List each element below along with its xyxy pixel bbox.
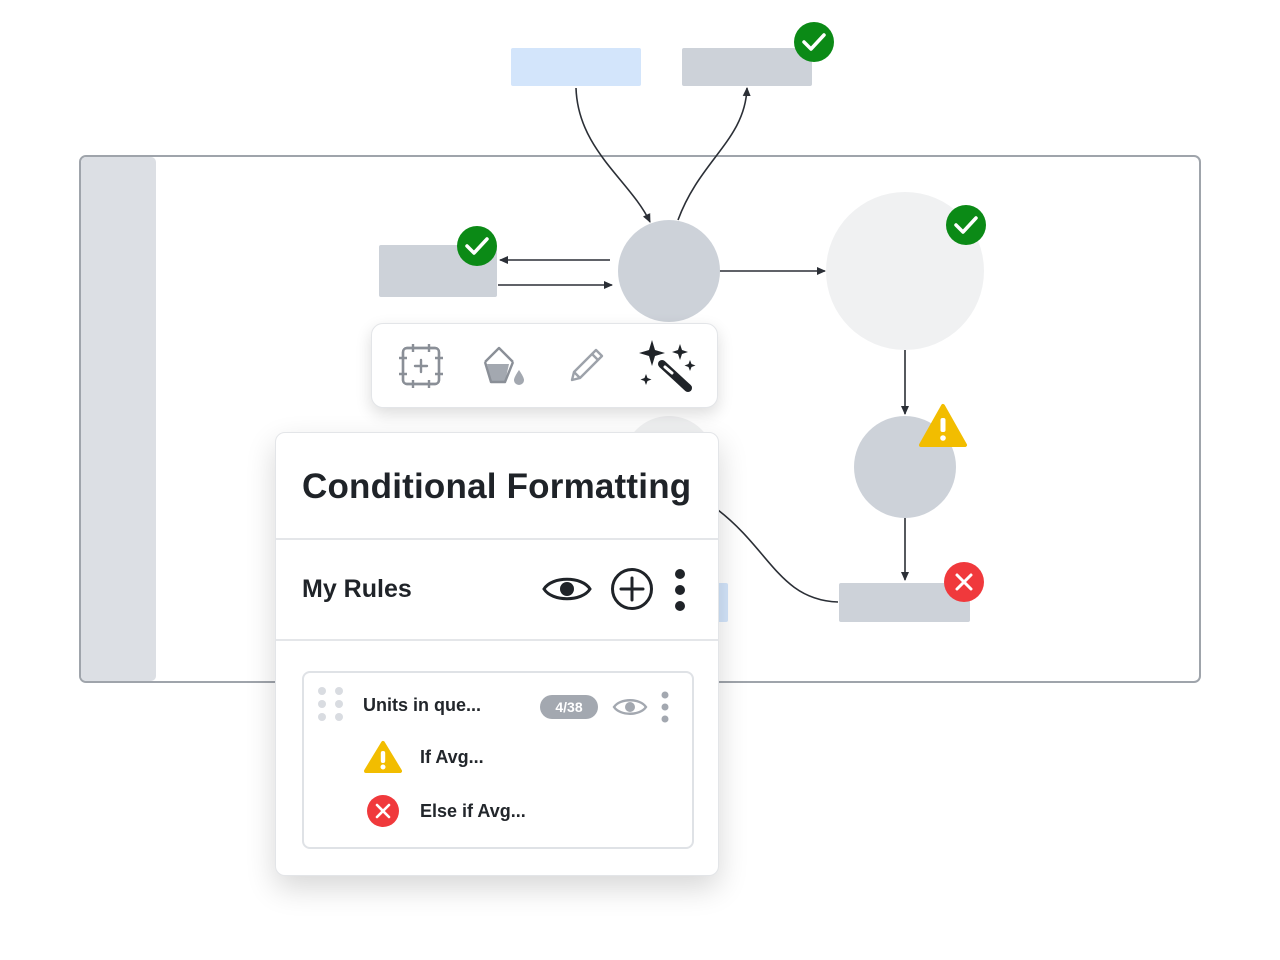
toggle-visibility-button[interactable] — [542, 569, 592, 609]
connector-line — [717, 509, 839, 603]
rules-section-label: My Rules — [302, 575, 412, 603]
process-node[interactable] — [511, 48, 641, 86]
magic-wand-icon — [638, 339, 696, 392]
divider — [276, 538, 718, 540]
select-frame-icon — [399, 343, 444, 388]
vertical-dots-icon — [675, 569, 685, 611]
success-check-icon — [946, 205, 986, 245]
condition-row[interactable]: Else if Avg... — [364, 793, 526, 829]
process-node[interactable] — [839, 583, 970, 622]
warning-icon — [364, 741, 402, 773]
process-node[interactable] — [682, 48, 812, 86]
plus-circle-icon — [611, 568, 653, 610]
warning-icon — [919, 404, 967, 447]
add-rule-button[interactable] — [610, 567, 654, 611]
rule-more-options-button[interactable] — [656, 691, 674, 723]
success-check-icon — [457, 226, 497, 266]
pencil-icon — [570, 348, 603, 381]
draw-button[interactable] — [554, 334, 618, 398]
floating-toolbar — [371, 323, 718, 408]
decision-node[interactable] — [826, 192, 984, 350]
select-frame-button[interactable] — [389, 334, 453, 398]
count-badge: 4/38 — [540, 695, 598, 719]
rule-name: Units in que... — [363, 695, 482, 715]
divider — [276, 639, 718, 641]
panel-title: Conditional Formatting — [302, 467, 692, 506]
error-icon — [367, 795, 399, 827]
fill-bucket-icon — [484, 346, 525, 385]
conditional-formatting-panel: Conditional Formatting My Rules Units in… — [275, 432, 719, 876]
eye-icon — [612, 699, 648, 715]
more-options-button[interactable] — [670, 567, 690, 613]
drag-handle-icon[interactable] — [318, 687, 348, 727]
swimlane-header — [81, 157, 156, 681]
connector-line — [677, 87, 751, 221]
rule-visibility-button[interactable] — [612, 693, 648, 721]
condition-label: Else if Avg... — [420, 800, 526, 821]
condition-row[interactable]: If Avg... — [364, 739, 484, 775]
success-check-icon — [794, 22, 834, 62]
connector-line — [575, 87, 651, 223]
fill-color-button[interactable] — [471, 334, 535, 398]
condition-label: If Avg... — [420, 746, 484, 767]
decision-node[interactable] — [618, 220, 720, 322]
eye-icon — [542, 577, 592, 601]
error-icon — [944, 562, 984, 602]
rule-card[interactable]: Units in que... 4/38 If Avg... — [302, 671, 694, 849]
vertical-dots-icon — [661, 691, 669, 723]
conditional-formatting-button[interactable] — [636, 334, 700, 398]
